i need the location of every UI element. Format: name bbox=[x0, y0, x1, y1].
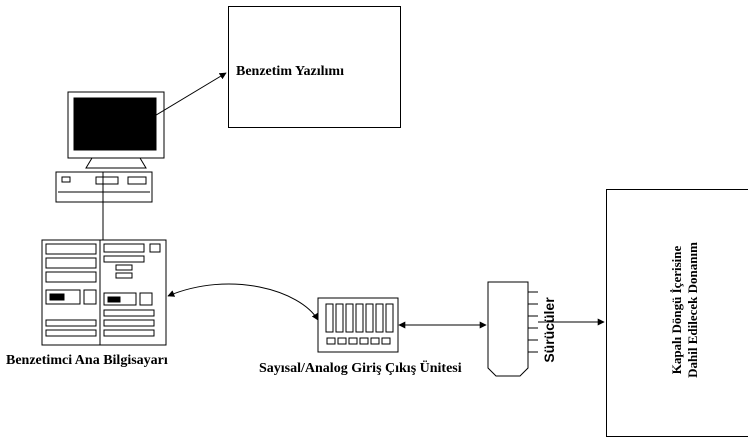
server-icon bbox=[41, 239, 167, 346]
hardware-box bbox=[606, 189, 748, 437]
io-unit-label: Sayısal/Analog Giriş Çıkış Ünitesi bbox=[259, 361, 462, 376]
software-box-label: Benzetim Yazılımı bbox=[236, 64, 344, 79]
monitor-to-software-arrow bbox=[97, 72, 227, 151]
drivers-icon bbox=[487, 281, 538, 377]
desktop-led bbox=[61, 176, 71, 183]
workstation-icon bbox=[55, 91, 165, 203]
software-box bbox=[228, 6, 401, 128]
io-unit-icon bbox=[317, 297, 399, 353]
simulator-label: Benzetimci Ana Bilgisayarı bbox=[6, 353, 168, 368]
desktop-drive-bay-2 bbox=[127, 176, 147, 185]
monitor-stand bbox=[85, 157, 147, 169]
monitor-screen bbox=[73, 97, 157, 151]
drivers-case bbox=[487, 281, 529, 377]
desktop-drive-bay bbox=[95, 176, 119, 185]
server-io-arrow bbox=[167, 283, 319, 321]
drivers-label: Sürücüler bbox=[541, 297, 557, 363]
